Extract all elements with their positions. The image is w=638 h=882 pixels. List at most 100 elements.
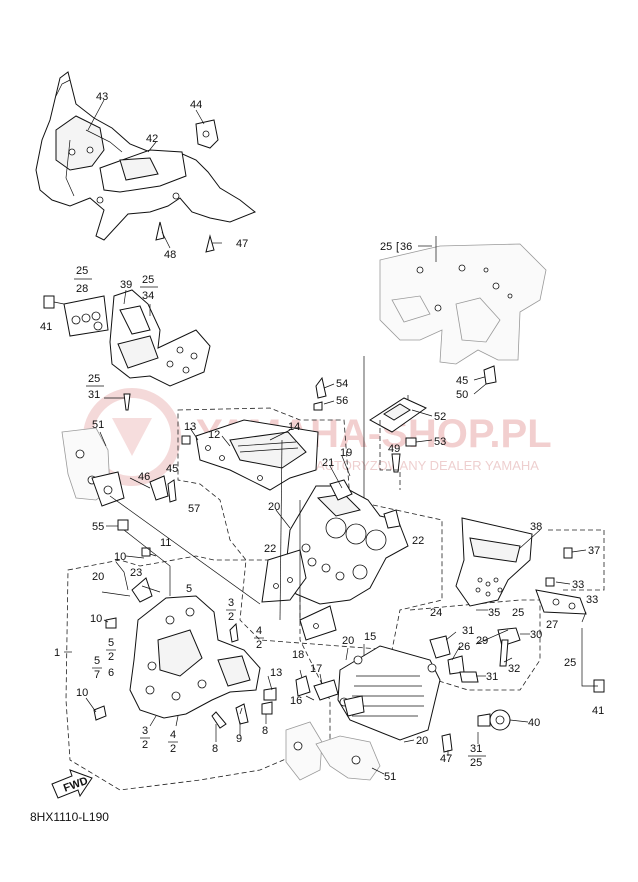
callout-51: 51 [92,419,104,431]
callout-7: 7 [94,669,100,681]
callout-26: 26 [458,641,470,653]
callout-55: 55 [92,521,104,533]
callout-25: 25 [512,607,524,619]
callout-52: 52 [434,411,446,423]
callout-38: 38 [530,521,542,533]
callout-17: 17 [310,663,322,675]
callout-5: 5 [108,637,114,649]
callout-24: 24 [430,607,442,619]
callout-25: 25 [380,241,392,253]
watermark-sub: AUTORYZOWANY DEALER YAMAHA [316,458,539,473]
callout-33: 33 [586,594,598,606]
callout-12: 12 [208,429,220,441]
callout-2: 2 [170,743,176,755]
callout-4: 4 [256,625,262,637]
callout-2: 2 [228,611,234,623]
callout-31: 31 [470,743,482,755]
callout-2: 2 [108,651,114,663]
callout-23: 23 [130,567,142,579]
callout-31: 31 [462,625,474,637]
callout-6: 6 [108,667,114,679]
callout-5: 5 [186,583,192,595]
callout-11: 11 [160,537,171,549]
main-frame [261,439,409,641]
mount-plate-51-lower [285,721,323,781]
callout-14: 14 [288,421,300,433]
callout-21: 21 [322,457,334,469]
rear-frame-ghost [379,243,547,365]
callout-10: 10 [114,551,126,563]
upper-frame-assembly [35,71,256,253]
callout-13: 13 [184,421,196,433]
front-suspension-mount [93,577,277,729]
callout-32: 32 [508,663,520,675]
callout-20: 20 [416,735,428,747]
callout-16: 16 [290,695,302,707]
callout-36: 36 [400,241,412,253]
callout-20: 20 [268,501,280,513]
callout-47: 47 [236,238,248,250]
callout-43: 43 [96,91,108,103]
callout-31: 31 [88,389,100,401]
callout-27: 27 [546,619,558,631]
callout-3: 3 [142,725,148,737]
callout-19: 19 [340,447,352,459]
bracket-27 [535,589,587,615]
callout-25: 25 [470,757,482,769]
bracket-39 [43,289,211,411]
callout-40: 40 [528,717,540,729]
callout-50: 50 [456,389,468,401]
callout-3: 3 [228,597,234,609]
callout-45: 45 [166,463,178,475]
callout-25: 25 [76,265,88,277]
callout-10: 10 [90,613,102,625]
callout-13: 13 [270,667,282,679]
callout-47: 47 [440,753,452,765]
callout-37: 37 [588,545,600,557]
callout-15: 15 [364,631,376,643]
lower-rail-15 [337,645,441,741]
callout-56: 56 [336,395,348,407]
callout-34: 34 [142,290,154,302]
callout-31: 31 [486,671,498,683]
callout-25: 25 [142,274,154,286]
callout-42: 42 [146,133,158,145]
callout-2: 2 [142,739,148,751]
callout-1: 1 [54,647,60,659]
callout-54: 54 [336,378,348,390]
callout-49: 49 [388,443,400,455]
callout-22: 22 [264,543,276,555]
callout-44: 44 [190,99,202,111]
bracket-38 [455,517,605,693]
callout-18: 18 [292,649,304,661]
callout-9: 9 [236,733,242,745]
bracket-glyph: [ [396,241,399,253]
diagram-code: 8HX1110-L190 [30,810,109,824]
callout-29: 29 [476,635,488,647]
tray-14 [181,419,319,491]
callout-8: 8 [212,743,218,755]
callout-48: 48 [164,249,176,261]
callout-20: 20 [92,571,104,583]
group-outline-left [65,555,331,791]
callout-57: 57 [188,503,200,515]
callout-20: 20 [342,635,354,647]
callout-labels: 43 44 42 48 47 41 39 25 28 25 34 25 31 2… [40,91,604,783]
group-outline-right [548,529,605,591]
callout-8: 8 [262,725,268,737]
callout-22: 22 [412,535,424,547]
callout-39: 39 [120,279,132,291]
callout-35: 35 [488,607,500,619]
callout-25: 25 [564,657,576,669]
callout-53: 53 [434,436,446,448]
callout-5: 5 [94,655,100,667]
callout-46: 46 [138,471,150,483]
callout-33: 33 [572,579,584,591]
callout-41: 41 [592,705,604,717]
callout-4: 4 [170,729,176,741]
callout-28: 28 [76,283,88,295]
callout-41: 41 [40,321,52,333]
callout-51: 51 [384,771,396,783]
callout-30: 30 [530,629,542,641]
